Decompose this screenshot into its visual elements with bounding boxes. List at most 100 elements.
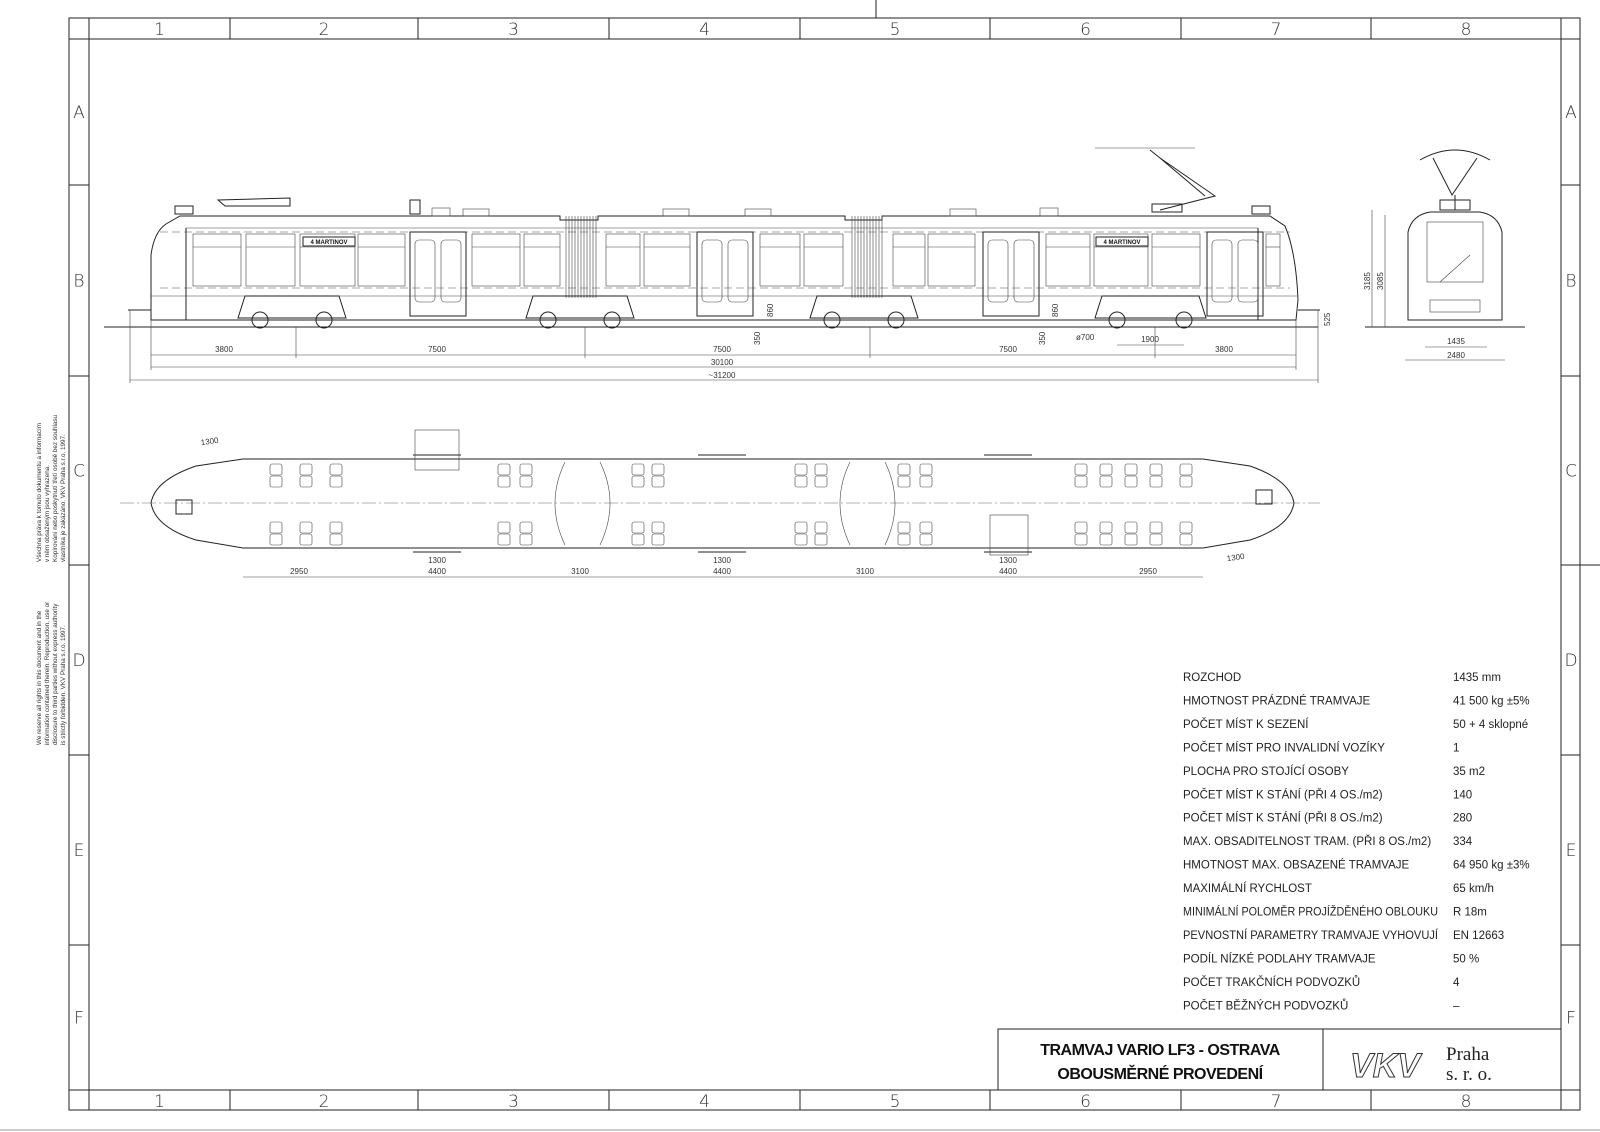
grid-column-label: 1 [154, 20, 165, 40]
drawing-title-line1: TRAMVAJ VARIO LF3 - OSTRAVA [1040, 1042, 1280, 1059]
grid-column-label: 4 [699, 20, 710, 40]
side-window [605, 233, 641, 287]
seat [1149, 521, 1163, 534]
seat [1124, 463, 1138, 476]
dim-floor-low: 350 [753, 331, 762, 345]
seat [919, 521, 933, 534]
bogie-skirt [1094, 295, 1207, 319]
seat [1149, 533, 1163, 546]
company-name-sro: s. r. o. [1446, 1064, 1492, 1085]
dim-section-5: 3800 [1215, 345, 1233, 354]
dim-front-height-3185: 3185 [1363, 272, 1372, 290]
dim-section-1: 3800 [215, 345, 233, 354]
plan-view: 2950 4400 3100 4400 3100 4400 2950 1300 … [120, 429, 1320, 578]
seat [329, 475, 343, 488]
legal-cz-line: vlastníka je zakázáno. VKV Praha s.r.o. … [60, 434, 67, 562]
side-window [471, 233, 521, 287]
seat [651, 475, 665, 488]
seat [1074, 475, 1088, 488]
drawing-title-line2: OBOUSMĚRNÉ PROVEDENÍ [1057, 1064, 1263, 1083]
spec-value: 64 950 kg ±3% [1453, 860, 1530, 872]
spec-value: 280 [1453, 813, 1472, 825]
grid-column-label: 2 [319, 1092, 330, 1112]
wheel [539, 311, 557, 329]
spec-label: POČET MÍST PRO INVALIDNÍ VOZÍKY [1183, 741, 1385, 754]
wheel [315, 311, 333, 329]
spec-label: MAX. OBSADITELNOST TRAM. (PŘI 8 OS./m2) [1183, 835, 1431, 848]
seat [1149, 463, 1163, 476]
side-window [803, 233, 844, 287]
dim-plan-door: 1300 [713, 556, 731, 565]
grid-column-label: 8 [1461, 1092, 1472, 1112]
seat [519, 521, 533, 534]
dim-floor-high: 860 [766, 303, 775, 317]
spec-label: PLOCHA PRO STOJÍCÍ OSOBY [1183, 765, 1349, 778]
grid-row-label: F [1566, 1009, 1576, 1029]
legal-cz-line: v něm obsaženým jsou vyhrazena. [44, 465, 51, 562]
grid-column-label: 6 [1080, 1092, 1091, 1112]
grid-column-label: 6 [1080, 20, 1091, 40]
seat [1124, 521, 1138, 534]
dim-section-2: 7500 [428, 345, 446, 354]
dim-plan-door: 1300 [1226, 552, 1245, 563]
spec-label: HMOTNOST PRÁZDNÉ TRAMVAJE [1183, 694, 1371, 707]
dim-plan-section: 4400 [999, 567, 1017, 576]
spec-value: 35 m2 [1453, 766, 1485, 778]
side-window [245, 233, 296, 287]
grid-column-label: 3 [508, 1092, 519, 1112]
seat [1179, 521, 1193, 534]
seat [651, 533, 665, 546]
seat [814, 475, 828, 488]
wheel [887, 311, 905, 329]
legal-en-line: We reserve all rights in this document a… [36, 610, 43, 745]
spec-label: POČET BĚŽNÝCH PODVOZKŮ [1183, 999, 1348, 1012]
spec-value: 50 % [1453, 953, 1479, 965]
side-window [927, 233, 976, 287]
seat [814, 521, 828, 534]
seat [651, 463, 665, 476]
spec-label: HMOTNOST MAX. OBSAZENÉ TRAMVAJE [1183, 859, 1410, 872]
grid-row-label: D [72, 651, 85, 671]
dim-floor-low-2: 350 [1038, 331, 1047, 345]
side-window [1093, 233, 1149, 287]
plan-dimensions: 2950 4400 3100 4400 3100 4400 2950 1300 … [200, 436, 1246, 578]
wheel [1108, 311, 1126, 329]
seat [329, 533, 343, 546]
side-window [299, 233, 356, 287]
grid-row-label: F [74, 1009, 84, 1029]
grid-column-label: 5 [890, 1092, 901, 1112]
seat [794, 533, 808, 546]
destination-sign-rear: 4 MARTINOV [1103, 240, 1140, 246]
side-window [759, 233, 801, 287]
front-view: 3185 3085 1435 2480 [1363, 149, 1525, 361]
spec-label: POČET MÍST K STÁNÍ (PŘI 8 OS./m2) [1183, 812, 1383, 825]
grid-row-label: E [1566, 841, 1577, 861]
seat [1074, 463, 1088, 476]
seat [299, 533, 313, 546]
title-block: TRAMVAJ VARIO LF3 - OSTRAVA OBOUSMĚRNÉ P… [997, 1028, 1562, 1091]
seat [1149, 475, 1163, 488]
seat [1074, 533, 1088, 546]
dim-width: 2480 [1447, 351, 1465, 360]
seat [519, 533, 533, 546]
side-window [523, 233, 561, 287]
seat [814, 533, 828, 546]
dim-plan-door: 1300 [999, 556, 1017, 565]
grid-column-label: 2 [319, 20, 330, 40]
seat [631, 475, 645, 488]
dim-bogie-wheelbase: 1900 [1141, 335, 1159, 344]
seat [519, 463, 533, 476]
dim-length-body: 30100 [711, 358, 734, 367]
seat [269, 521, 283, 534]
seat [1099, 533, 1113, 546]
dim-plan-section: 3100 [856, 567, 874, 576]
wheel [251, 311, 269, 329]
legal-notice: Všechna práva k tomuto dokumentu a infor… [36, 414, 67, 745]
dim-plan-section: 4400 [428, 567, 446, 576]
legal-en-line: is strictly forbidden. VKV Praha s.r.o. … [60, 625, 67, 745]
dim-plan-section: 4400 [713, 567, 731, 576]
side-window [1045, 233, 1091, 287]
spec-value: 334 [1453, 836, 1473, 848]
seat [794, 475, 808, 488]
side-door [696, 231, 754, 317]
